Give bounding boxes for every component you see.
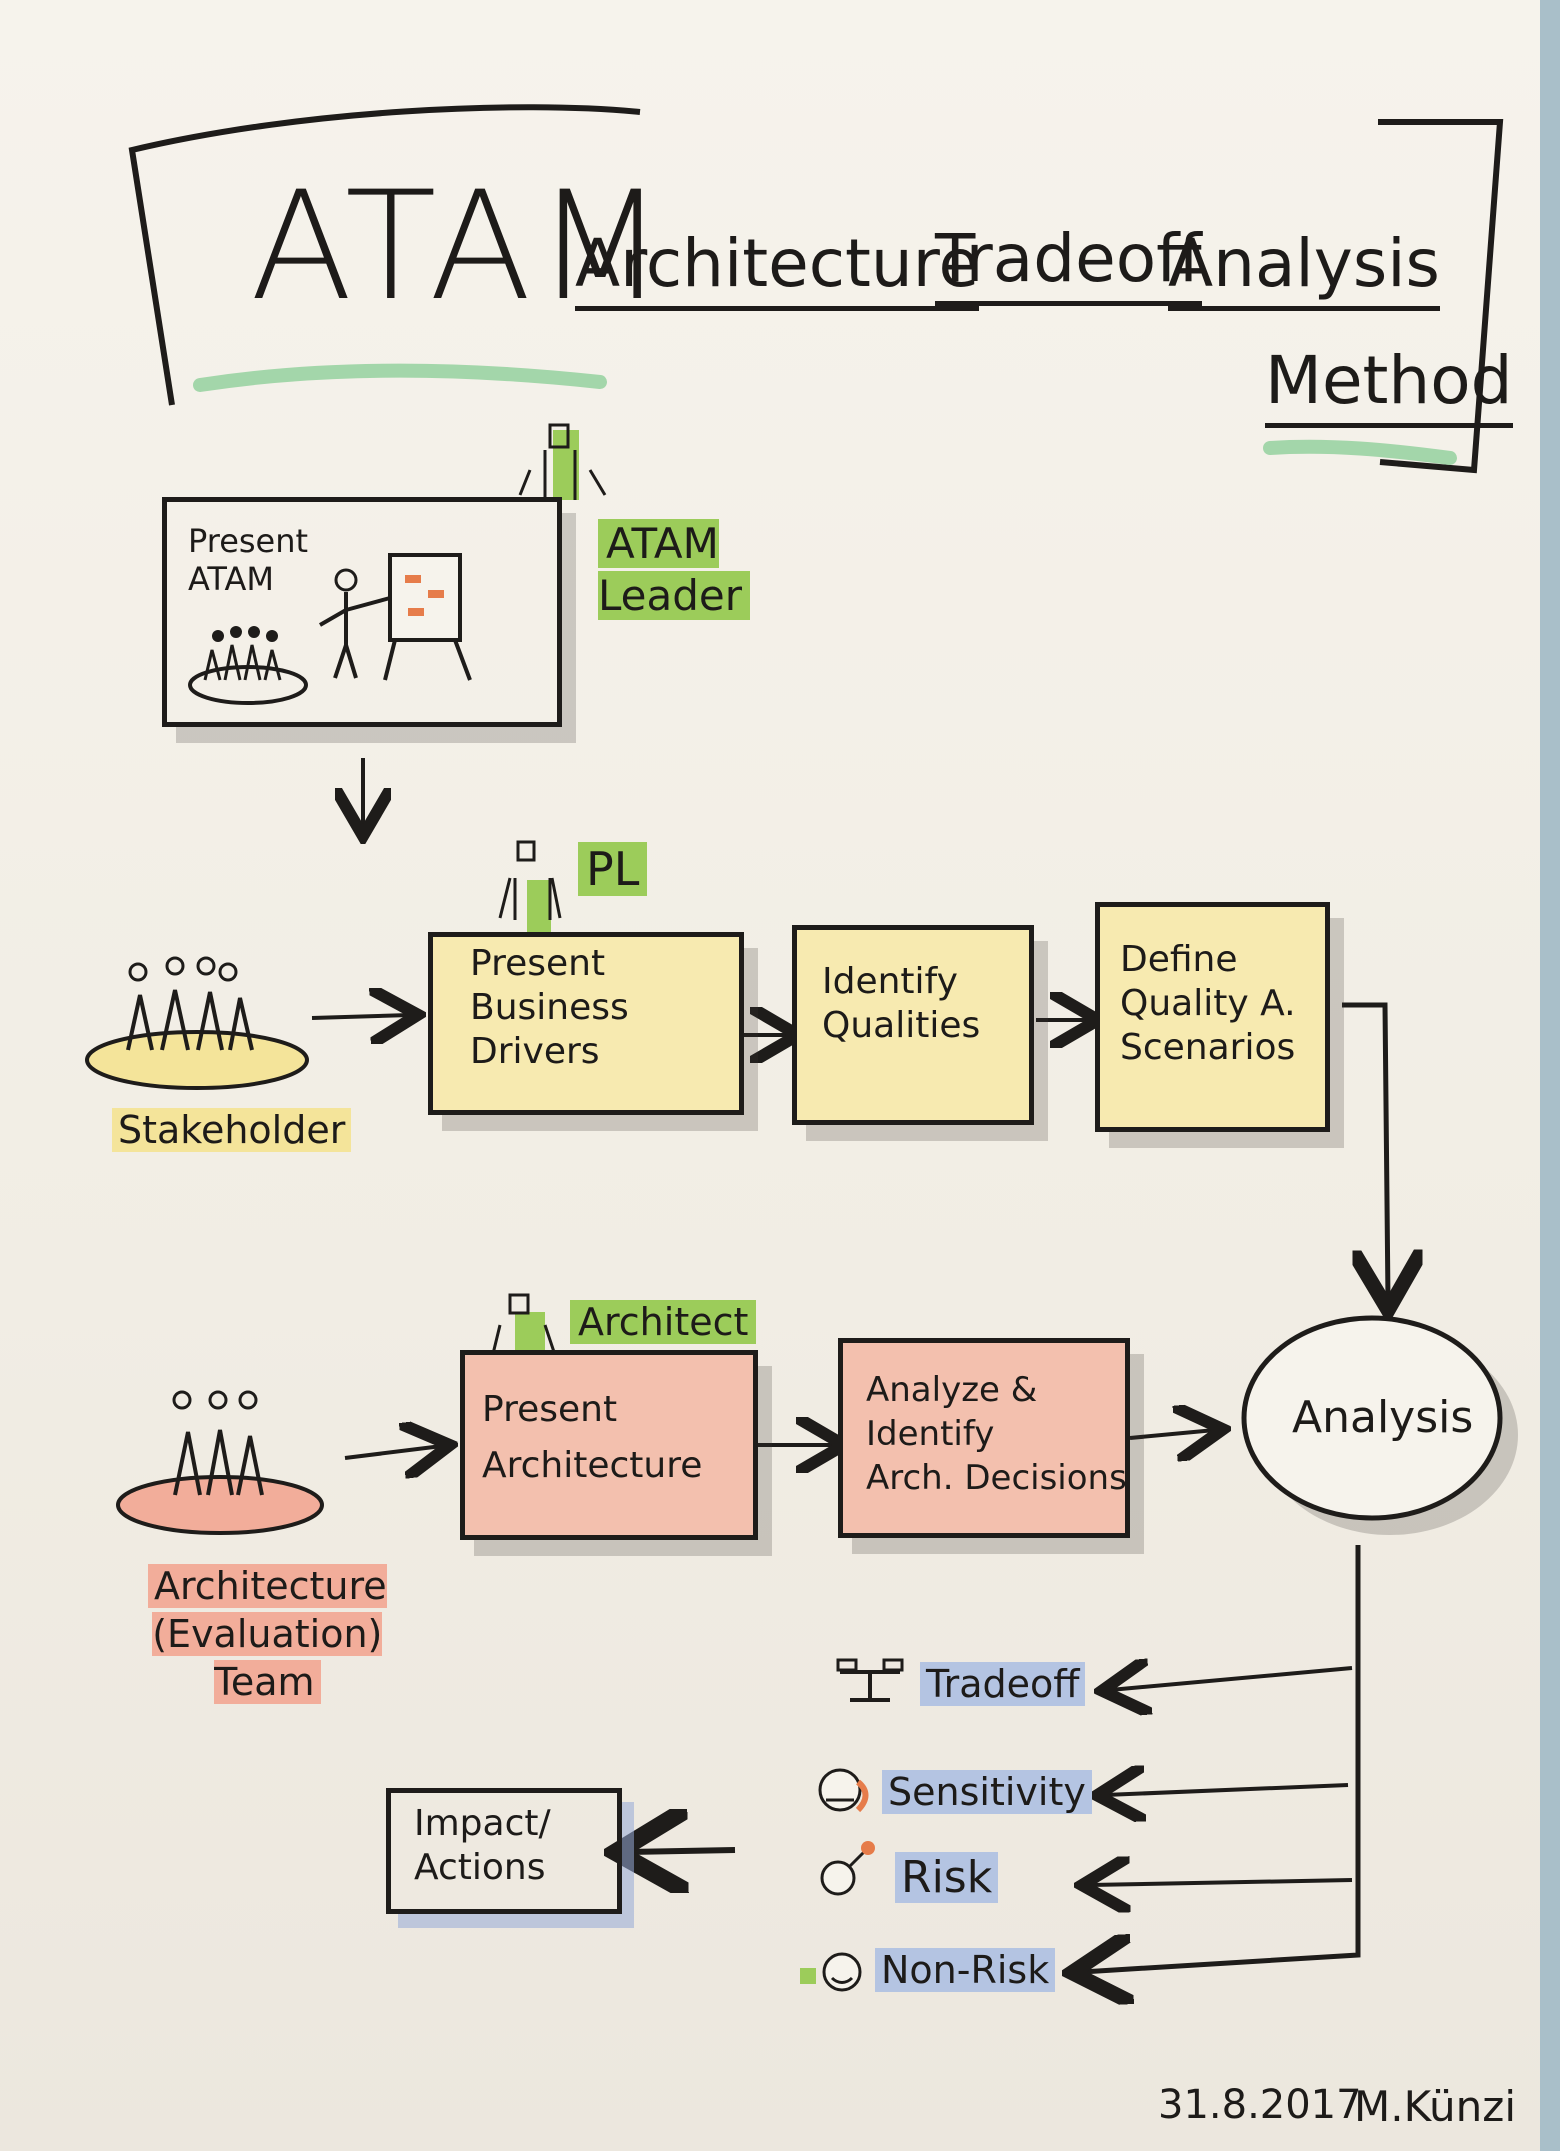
pl-figure-icon [498, 840, 562, 940]
title-acronym: ATAM [250, 160, 669, 334]
output-tradeoff-arrow [1110, 1668, 1353, 1690]
analysis-label: Analysis [1292, 1392, 1474, 1443]
output-risk-label: Risk [895, 1852, 999, 1903]
architect-label: Architect [570, 1300, 757, 1344]
bomb-icon [820, 1841, 875, 1896]
pl-tag: PL [578, 842, 648, 896]
title-frame-left [128, 104, 641, 406]
smiley-check-icon [800, 1952, 862, 1992]
sensitive-face-icon [818, 1768, 869, 1813]
define-quality-scenarios-box [1095, 902, 1330, 1132]
output-risk-arrow [1090, 1880, 1353, 1885]
wall-edge [1540, 0, 1560, 2151]
footer-date: 31.8.2017 [1158, 2082, 1362, 2128]
arrow-row2-2 [1129, 1430, 1215, 1438]
presenter-with-flipchart-icon [319, 553, 472, 681]
analyze-arch-decisions-label: Analyze & Identify Arch. Decisions [866, 1370, 1127, 1498]
impact-actions-box [386, 1788, 622, 1914]
output-trunk [1082, 1545, 1361, 1972]
stakeholder-label: Stakeholder [112, 1108, 352, 1152]
analysis-circle [1241, 1315, 1503, 1521]
arrow-to-analysis [1342, 1002, 1388, 1300]
atam-leader-label: ATAM Leader [598, 518, 751, 622]
team-group-icon [116, 1390, 324, 1535]
title-word-tradeoff: Tradeoff [935, 220, 1202, 306]
atam-leader-figure-icon [518, 423, 607, 500]
title-word-method: Method [1265, 342, 1513, 428]
architect-tag: Architect [570, 1300, 757, 1344]
team-tag: Architecture (Evaluation) Team [148, 1564, 387, 1704]
stakeholder-tag: Stakeholder [112, 1108, 352, 1152]
footer-author: M.Künzi [1354, 2082, 1516, 2131]
define-quality-scenarios-label: Define Quality A. Scenarios [1120, 939, 1296, 1068]
analyze-arch-decisions-box [838, 1338, 1130, 1538]
identify-qualities-box [792, 925, 1034, 1125]
stakeholder-group-icon [85, 956, 309, 1090]
arrow-to-impact [628, 1850, 736, 1852]
present-architecture-label: Present Architecture [482, 1389, 703, 1486]
method-green-stroke [1263, 439, 1457, 465]
output-non-risk-label: Non-Risk [875, 1948, 1056, 1992]
pl-label: PL [578, 842, 648, 896]
arrow-team [344, 1446, 442, 1458]
title-word-analysis: Analysis [1168, 225, 1440, 311]
present-atam-box [162, 497, 562, 727]
scale-icon [836, 1658, 904, 1702]
output-sensitivity-label: Sensitivity [882, 1770, 1092, 1814]
impact-actions-label: Impact/ Actions [414, 1803, 551, 1888]
title-green-stroke [193, 363, 607, 392]
present-atam-label: Present ATAM [188, 522, 309, 598]
audience-icon [188, 626, 308, 705]
arrow-stakeholder [311, 1015, 410, 1018]
present-business-drivers-box [428, 932, 744, 1115]
identify-qualities-label: Identify Qualities [822, 961, 981, 1046]
title-frame-right [1378, 119, 1504, 474]
atam-leader-tag: ATAM Leader [598, 519, 751, 620]
present-architecture-box [460, 1350, 758, 1540]
title-word-architecture: Architecture [575, 225, 980, 311]
architect-figure-icon [490, 1293, 557, 1359]
present-business-drivers-label: Present Business Drivers [470, 943, 629, 1072]
output-sensitivity-arrow [1105, 1785, 1349, 1795]
team-label: Architecture (Evaluation) Team [148, 1562, 387, 1706]
output-tradeoff-label: Tradeoff [920, 1662, 1086, 1706]
